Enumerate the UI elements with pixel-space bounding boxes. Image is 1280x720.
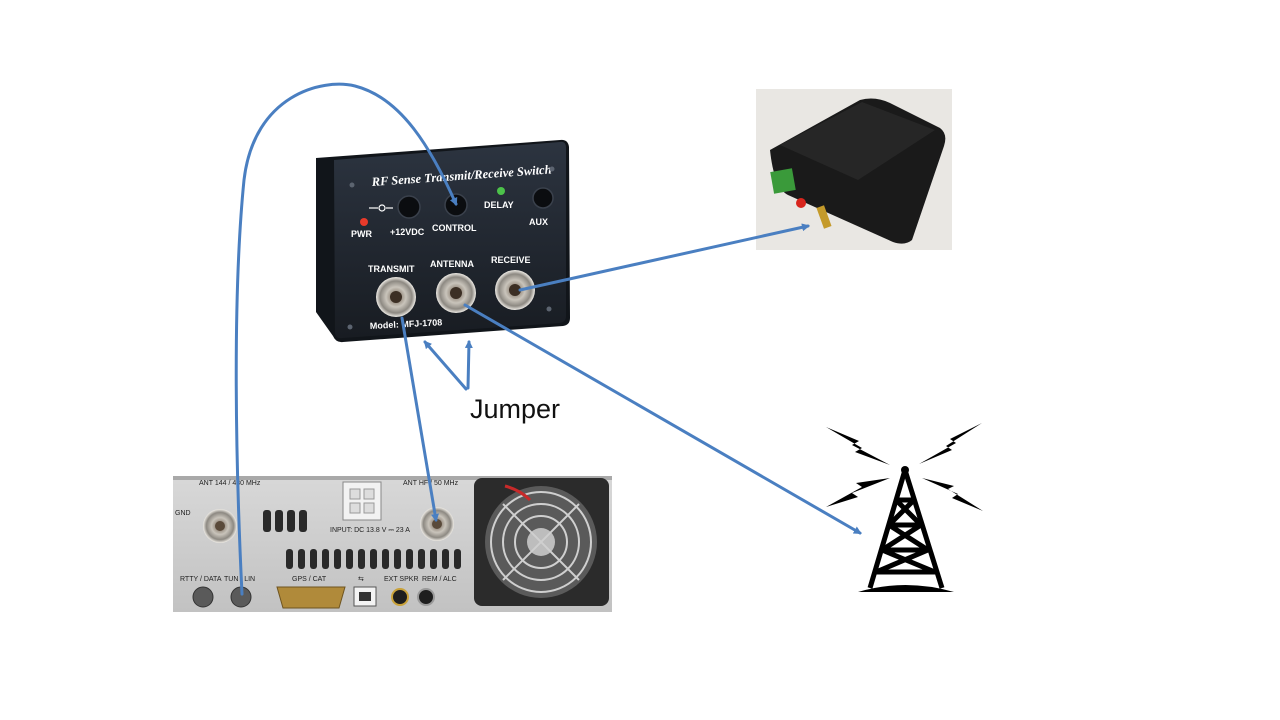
rtty-data-port[interactable] (192, 586, 214, 608)
input-label: INPUT: DC 13.8 V ⎓ 23 A (330, 527, 410, 534)
jumper-label: Jumper (470, 394, 560, 424)
wire-transmit-to-radio (400, 316, 439, 522)
control-label: CONTROL (432, 223, 477, 233)
rem-alc-jack[interactable] (417, 588, 435, 606)
radio-rear-panel: ANT 144 / 430 MHz ANT HF / 50 MHz GND IN… (173, 476, 612, 612)
gnd-label: GND (175, 510, 191, 517)
receiver-photo (756, 89, 952, 250)
pwr-label: PWR (351, 229, 372, 239)
jumper-pointer-right (464, 340, 473, 390)
dc-power-socket[interactable] (342, 481, 382, 521)
rem-alc-label: REM / ALC (422, 576, 457, 583)
ext-spkr-jack[interactable] (391, 588, 409, 606)
cooling-fan (474, 478, 609, 606)
antenna-label: ANTENNA (430, 259, 474, 269)
dc-polarity-icon (369, 204, 393, 212)
aux-label: AUX (529, 217, 548, 227)
rtty-label: RTTY / DATA (180, 576, 222, 583)
pwr-led-icon (360, 218, 368, 226)
delay-led-icon (497, 187, 505, 195)
delay-label: DELAY (484, 200, 514, 210)
ant-vhf-label: ANT 144 / 430 MHz (199, 480, 261, 487)
aux-jack[interactable] (532, 187, 554, 209)
connection-wires (234, 82, 862, 596)
transmit-label: TRANSMIT (368, 264, 415, 274)
antenna-tower-icon (826, 423, 983, 592)
gps-cat-port[interactable] (276, 586, 346, 609)
power-jack[interactable] (397, 195, 421, 219)
wire-receive-to-receiver (518, 223, 810, 292)
tun-lin-label: TUN / LIN (224, 576, 255, 583)
rf-switch-box: RF Sense Transmit/Receive Switch PWR +12… (316, 139, 570, 343)
model-label: Model: MFJ-1708 (370, 317, 443, 331)
jumper-pointer-left (423, 340, 468, 391)
gps-label: GPS / CAT (292, 576, 327, 583)
usb-label: ⇆ (358, 576, 364, 583)
ext-spkr-label: EXT SPKR (384, 576, 419, 583)
vent-slots (286, 549, 461, 569)
wire-antenna-to-tower (463, 303, 862, 535)
wire-tunlin-to-control (234, 82, 458, 596)
receive-label: RECEIVE (491, 255, 531, 265)
power-label: +12VDC (390, 227, 425, 237)
